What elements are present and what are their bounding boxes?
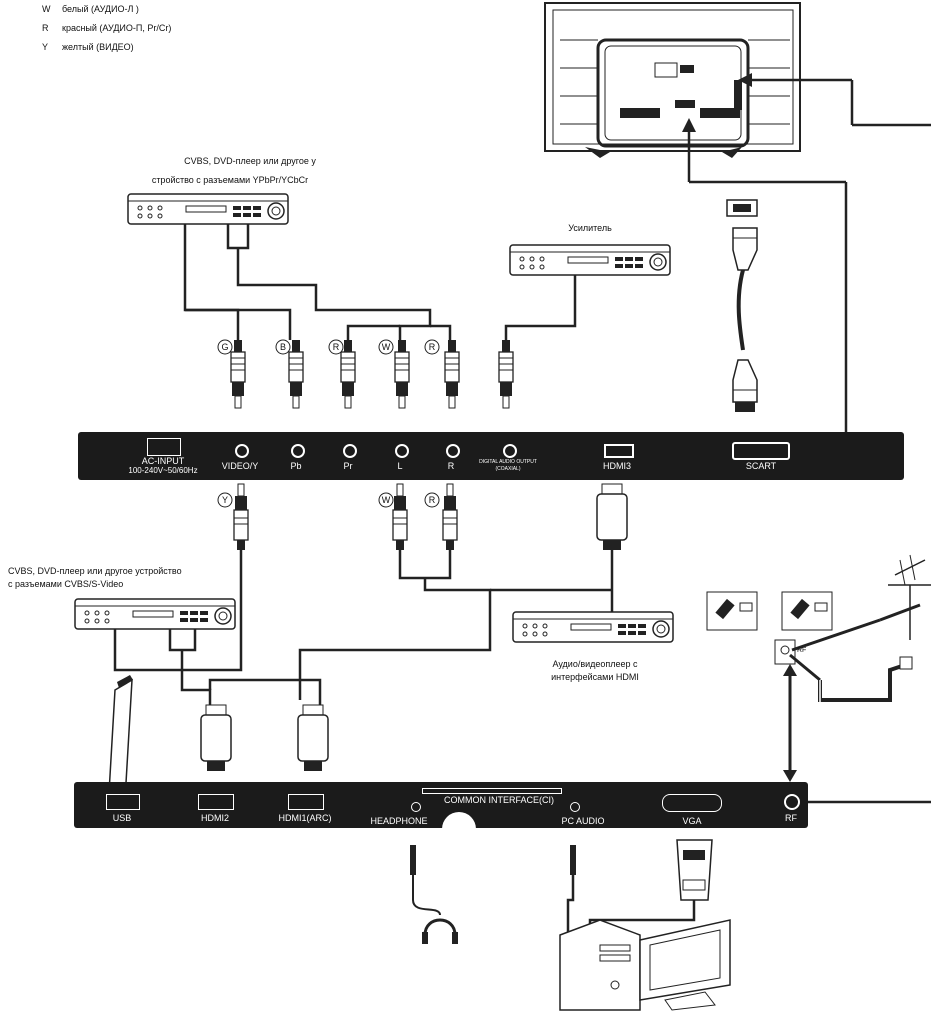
legend-key: R [42, 23, 49, 33]
plug-letter-y: Y [221, 495, 228, 505]
upper-connector-panel: AC-INPUT 100-240V~50/60Hz VIDEO/Y Pb Pr … [78, 432, 904, 480]
rca-plug-r2 [444, 339, 460, 409]
pb-label: Pb [290, 461, 302, 471]
headphone-jack [411, 802, 421, 812]
hdmi-player-caption-line1: Аудио/видеоплеер с [552, 659, 638, 669]
pc-audio-label: PC AUDIO [561, 816, 605, 826]
digital-audio-label: DIGITAL AUDIO OUTPUT [479, 459, 537, 465]
panel-cutout [442, 812, 476, 846]
plug-letter-r: R [332, 342, 340, 352]
hdmi1-arc-port [288, 794, 324, 810]
rca-plug-r-bottom [442, 483, 458, 551]
legend-text: красный (АУДИО-П, Pr/Cr) [62, 23, 172, 33]
video-y-jack [235, 444, 249, 458]
rca-plug-y-video [233, 483, 249, 551]
pc-audio-jack [570, 802, 580, 812]
hdmi3-label: HDMI3 [602, 461, 631, 471]
hdmi1-plug [297, 704, 329, 772]
cvbs-source-caption-line1: CVBS, DVD-плеер или другое устройство [8, 566, 182, 576]
cvbs-source-caption-line2: с разъемами CVBS/S-Video [8, 579, 124, 589]
ci-slot [422, 788, 562, 794]
headphone-device [410, 845, 458, 944]
pb-jack [291, 444, 305, 458]
hdmi3-port [604, 444, 634, 458]
pr-jack [343, 444, 357, 458]
usb-port [106, 794, 140, 810]
digital-audio-jack [503, 444, 517, 458]
plug-letter-w: W [381, 342, 391, 352]
usb-label: USB [112, 813, 132, 823]
lower-connector-panel: USB HDMI2 HDMI1(ARC) COMMON INTERFACE(CI… [74, 782, 808, 846]
rf-label: RF [785, 813, 797, 823]
rca-plug-r [340, 339, 356, 409]
rca-plug-w-bottom [392, 483, 408, 551]
hdmi3-plug [596, 483, 628, 551]
headphone-label: HEADPHONE [370, 816, 428, 826]
vga-port [662, 794, 722, 812]
computer [559, 919, 731, 1011]
amplifier-device [509, 244, 671, 276]
tv-rear-view [544, 2, 801, 158]
video-y-label: VIDEO/Y [221, 461, 259, 471]
legend-key: Y [42, 42, 49, 52]
plug-letter-r2: R [428, 342, 436, 352]
hdmi2-port [198, 794, 234, 810]
audio-r-label: R [447, 461, 455, 471]
component-source-caption-line1: CVBS, DVD-плеер или другое у [184, 156, 316, 166]
legend-text: белый (АУДИО-Л ) [62, 4, 139, 14]
audio-l-jack [395, 444, 409, 458]
antenna-rf-label: RF [797, 647, 807, 654]
amplifier-caption: Усилитель [568, 223, 612, 233]
legend-text: желтый (ВИДЕО) [62, 42, 134, 52]
cvbs-dvd-player [74, 598, 236, 630]
audio-l-label: L [397, 461, 403, 471]
plug-letter-r-bottom: R [428, 495, 436, 505]
rca-plug-g [230, 339, 246, 409]
rca-plug-b [288, 339, 304, 409]
vga-plug [676, 839, 713, 901]
hdmi-player-caption-line2: интерфейсами HDMI [551, 672, 639, 682]
plug-letter-w-bottom: W [381, 495, 391, 505]
ac-input-socket [147, 438, 181, 456]
plug-letter-b: B [279, 342, 286, 352]
plug-letter-g: G [221, 342, 229, 352]
common-interface-label: COMMON INTERFACE(CI) [444, 795, 554, 805]
hdmi1-arc-label: HDMI1(ARC) [278, 813, 332, 823]
coaxial-label: (COAXIAL) [495, 466, 521, 472]
ac-input-label: AC-INPUT [141, 456, 185, 466]
hdmi2-label: HDMI2 [200, 813, 229, 823]
antenna-connection [706, 554, 931, 782]
pr-label: Pr [343, 461, 353, 471]
legend-key: W [42, 4, 51, 14]
hdmi2-plug [200, 704, 232, 772]
component-dvd-player [127, 193, 289, 225]
scart-port [732, 442, 790, 460]
rca-plug-w [394, 339, 410, 409]
component-source-caption-line2: стройство с разъемами YPbPr/YCbCr [151, 175, 309, 185]
audio-r-jack [446, 444, 460, 458]
ac-rating-label: 100-240V~50/60Hz [128, 466, 198, 475]
rca-plug-coaxial [498, 339, 514, 409]
scart-label: SCART [745, 461, 777, 471]
hdmi-player [512, 611, 674, 643]
vga-label: VGA [682, 816, 702, 826]
rf-jack [784, 794, 800, 810]
scart-cable [726, 199, 758, 412]
